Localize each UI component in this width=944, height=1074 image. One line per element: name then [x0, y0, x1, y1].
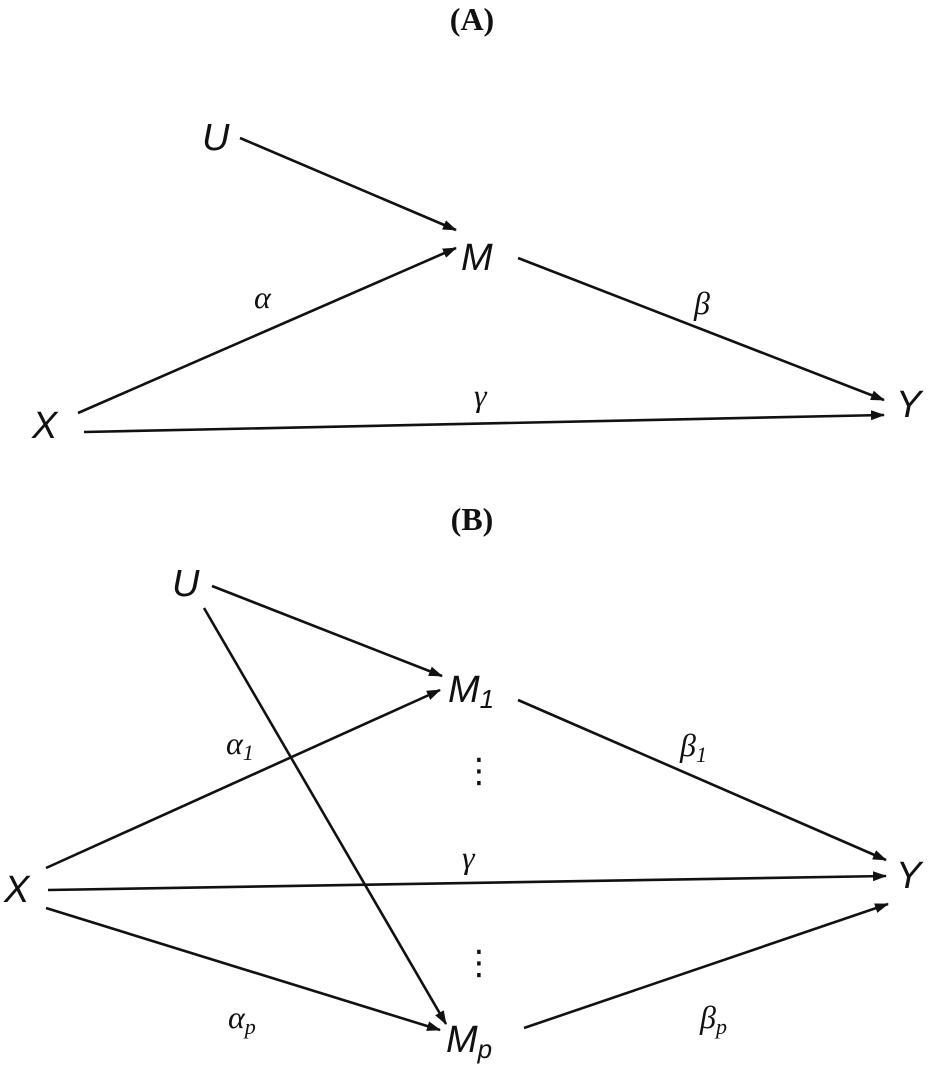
- edge-u-to-m: [239, 136, 457, 232]
- node-mp-subscript: p: [477, 1034, 492, 1064]
- label-beta: β: [693, 285, 710, 321]
- label-alphap-subscript: p: [243, 1014, 256, 1039]
- node-mp: Mp: [446, 1019, 492, 1064]
- edge-mp-to-y: [523, 902, 889, 1030]
- node-y: Y: [896, 384, 924, 426]
- node-x: X: [3, 869, 31, 911]
- node-m: M: [461, 237, 493, 279]
- node-m1: M1: [448, 669, 494, 714]
- edge-m1-to-y: [517, 698, 887, 862]
- label-betap-base: β: [699, 999, 716, 1035]
- edge-x-to-m1: [45, 688, 441, 870]
- edge-m-to-y: [517, 256, 885, 402]
- edge-x-to-y: [83, 410, 885, 434]
- node-y: Y: [896, 855, 924, 897]
- panel-b-title: (B): [451, 501, 494, 537]
- ellipsis-bottom: ⋮: [462, 944, 496, 982]
- node-mp-base: M: [446, 1019, 478, 1061]
- edge-u-to-mp: [202, 607, 448, 1025]
- label-gamma: γ: [474, 377, 488, 413]
- label-betap: βp: [699, 999, 727, 1039]
- node-m1-base: M: [448, 669, 480, 711]
- edge-x-to-mp: [45, 906, 441, 1032]
- edge-x-to-m: [77, 246, 457, 415]
- panel-a: (A) U M X Y α β γ: [31, 1, 924, 447]
- ellipsis-top: ⋮: [462, 752, 496, 790]
- node-x: X: [31, 405, 59, 447]
- edge-u-to-m1: [211, 584, 443, 678]
- panel-b: (B) U M1 Mp X Y ⋮ ⋮ α1 αp β1 βp γ: [3, 501, 924, 1064]
- node-u: U: [202, 117, 230, 159]
- node-m1-subscript: 1: [480, 684, 494, 714]
- label-alpha1-subscript: 1: [243, 740, 254, 765]
- label-beta1: β1: [679, 727, 707, 767]
- label-gamma: γ: [462, 839, 476, 875]
- label-alphap-base: α: [228, 999, 246, 1035]
- label-alpha: α: [254, 279, 272, 315]
- node-u: U: [172, 563, 200, 605]
- label-beta1-subscript: 1: [696, 742, 707, 767]
- label-alpha1: α1: [226, 725, 254, 765]
- edge-x-to-y: [47, 871, 887, 892]
- label-beta1-base: β: [679, 727, 696, 763]
- label-alpha1-base: α: [226, 725, 244, 761]
- panel-a-title: (A): [450, 1, 494, 37]
- label-alphap: αp: [228, 999, 256, 1039]
- label-betap-subscript: p: [714, 1014, 727, 1039]
